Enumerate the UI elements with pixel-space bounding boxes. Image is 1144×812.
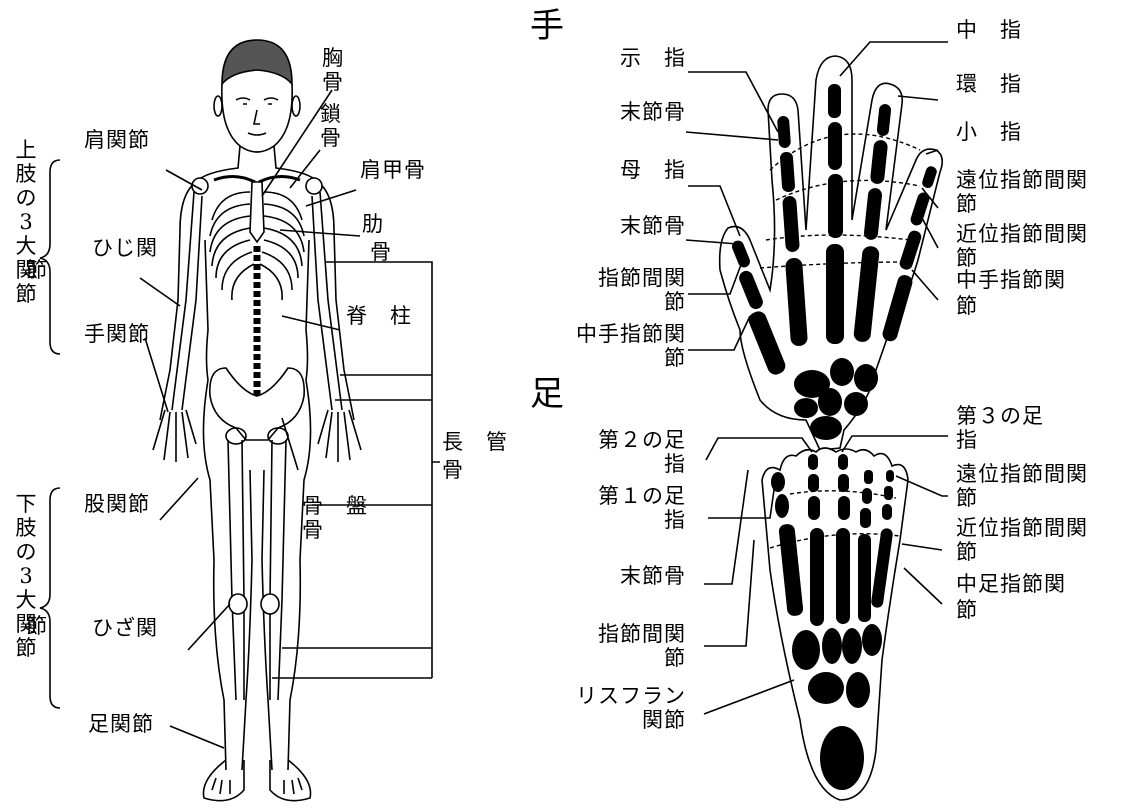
label-foot-dip-2: 節 xyxy=(956,486,978,510)
label-foot-ip-joint: 指節間関 xyxy=(598,622,686,646)
label-foot-first-toe: 第１の足 xyxy=(598,484,686,508)
label-clavicle-2: 骨 xyxy=(320,126,342,150)
label-hand-mcp-left: 中手指節関 xyxy=(576,322,686,346)
label-ankle-joint: 足関節 xyxy=(88,712,154,736)
label-hand-ring: 環 指 xyxy=(956,72,1022,96)
label-hand-mcp-right-2: 節 xyxy=(956,294,978,318)
label-foot-dip: 遠位指節間関 xyxy=(956,462,1088,486)
label-ribs-2: 骨 xyxy=(370,240,392,264)
label-hand-dip-2: 節 xyxy=(956,192,978,216)
label-wrist-joint: 手関節 xyxy=(84,322,150,346)
label-long-bone-3: 骨 xyxy=(442,458,464,482)
label-pelvis-2: 骨 xyxy=(302,518,324,542)
label-foot-distal-phalanx: 末節骨 xyxy=(620,564,686,588)
label-hand-mcp-left-2: 節 xyxy=(664,346,686,370)
label-hand-dip: 遠位指節間関 xyxy=(956,168,1088,192)
label-foot-third-toe-2: 指 xyxy=(956,428,978,452)
sternum xyxy=(250,182,264,242)
upper-limb-split-label: 節 xyxy=(26,258,48,282)
label-scapula: 肩甲骨 xyxy=(360,158,426,182)
label-hand-middle: 中 指 xyxy=(956,18,1022,42)
body-skeleton xyxy=(153,40,361,801)
label-foot-lisfranc: リスフラン xyxy=(576,684,686,708)
label-foot-pip: 近位指節間関 xyxy=(956,516,1088,540)
label-hand-distal-phalanx-2: 末節骨 xyxy=(620,214,686,238)
lower-limb-split-label: 節 xyxy=(26,614,48,638)
label-spine: 脊 柱 xyxy=(346,304,412,328)
label-foot-first-toe-2: 指 xyxy=(664,508,686,532)
label-foot-pip-2: 節 xyxy=(956,540,978,564)
label-ribs-1: 肋 xyxy=(362,212,384,236)
label-shoulder-joint: 肩関節 xyxy=(84,128,150,152)
label-hand-pip-2: 節 xyxy=(956,246,978,270)
label-knee-joint: ひざ関 xyxy=(92,616,158,640)
label-long-bone-2: 管 xyxy=(486,430,508,454)
label-hand-little: 小 指 xyxy=(956,120,1022,144)
label-foot-mtp-2: 節 xyxy=(956,598,978,622)
label-hand-mcp-right: 中手指節関 xyxy=(956,268,1066,292)
label-hand-ip-joint-2: 節 xyxy=(664,290,686,314)
label-foot-second-toe-2: 指 xyxy=(664,452,686,476)
label-foot-mtp: 中足指節関 xyxy=(956,572,1066,596)
label-hand-pip: 近位指節間関 xyxy=(956,222,1088,246)
label-hip-joint: 股関節 xyxy=(84,492,150,516)
label-long-bone-1: 長 xyxy=(442,430,464,454)
label-hand-thumb: 母 指 xyxy=(620,158,686,182)
pelvis xyxy=(210,368,304,440)
label-sternum-1: 胸 xyxy=(322,46,344,70)
label-elbow-joint: ひじ関 xyxy=(92,236,158,260)
label-foot-third-toe: 第３の足 xyxy=(956,404,1044,428)
label-foot-lisfranc-2: 関節 xyxy=(642,708,686,732)
head xyxy=(222,84,292,152)
foot-title: 足 xyxy=(530,376,564,412)
label-clavicle-1: 鎖 xyxy=(320,102,342,126)
hand-title: 手 xyxy=(530,8,564,44)
label-hand-ip-joint: 指節間関 xyxy=(598,266,686,290)
label-foot-ip-joint-2: 節 xyxy=(664,646,686,670)
hair xyxy=(222,40,292,84)
label-hand-index: 示 指 xyxy=(620,46,686,70)
label-foot-second-toe: 第２の足 xyxy=(598,428,686,452)
label-pelvis-1: 骨 盤 xyxy=(302,494,368,518)
label-sternum-2: 骨 xyxy=(322,70,344,94)
label-hand-distal-phalanx: 末節骨 xyxy=(620,100,686,124)
